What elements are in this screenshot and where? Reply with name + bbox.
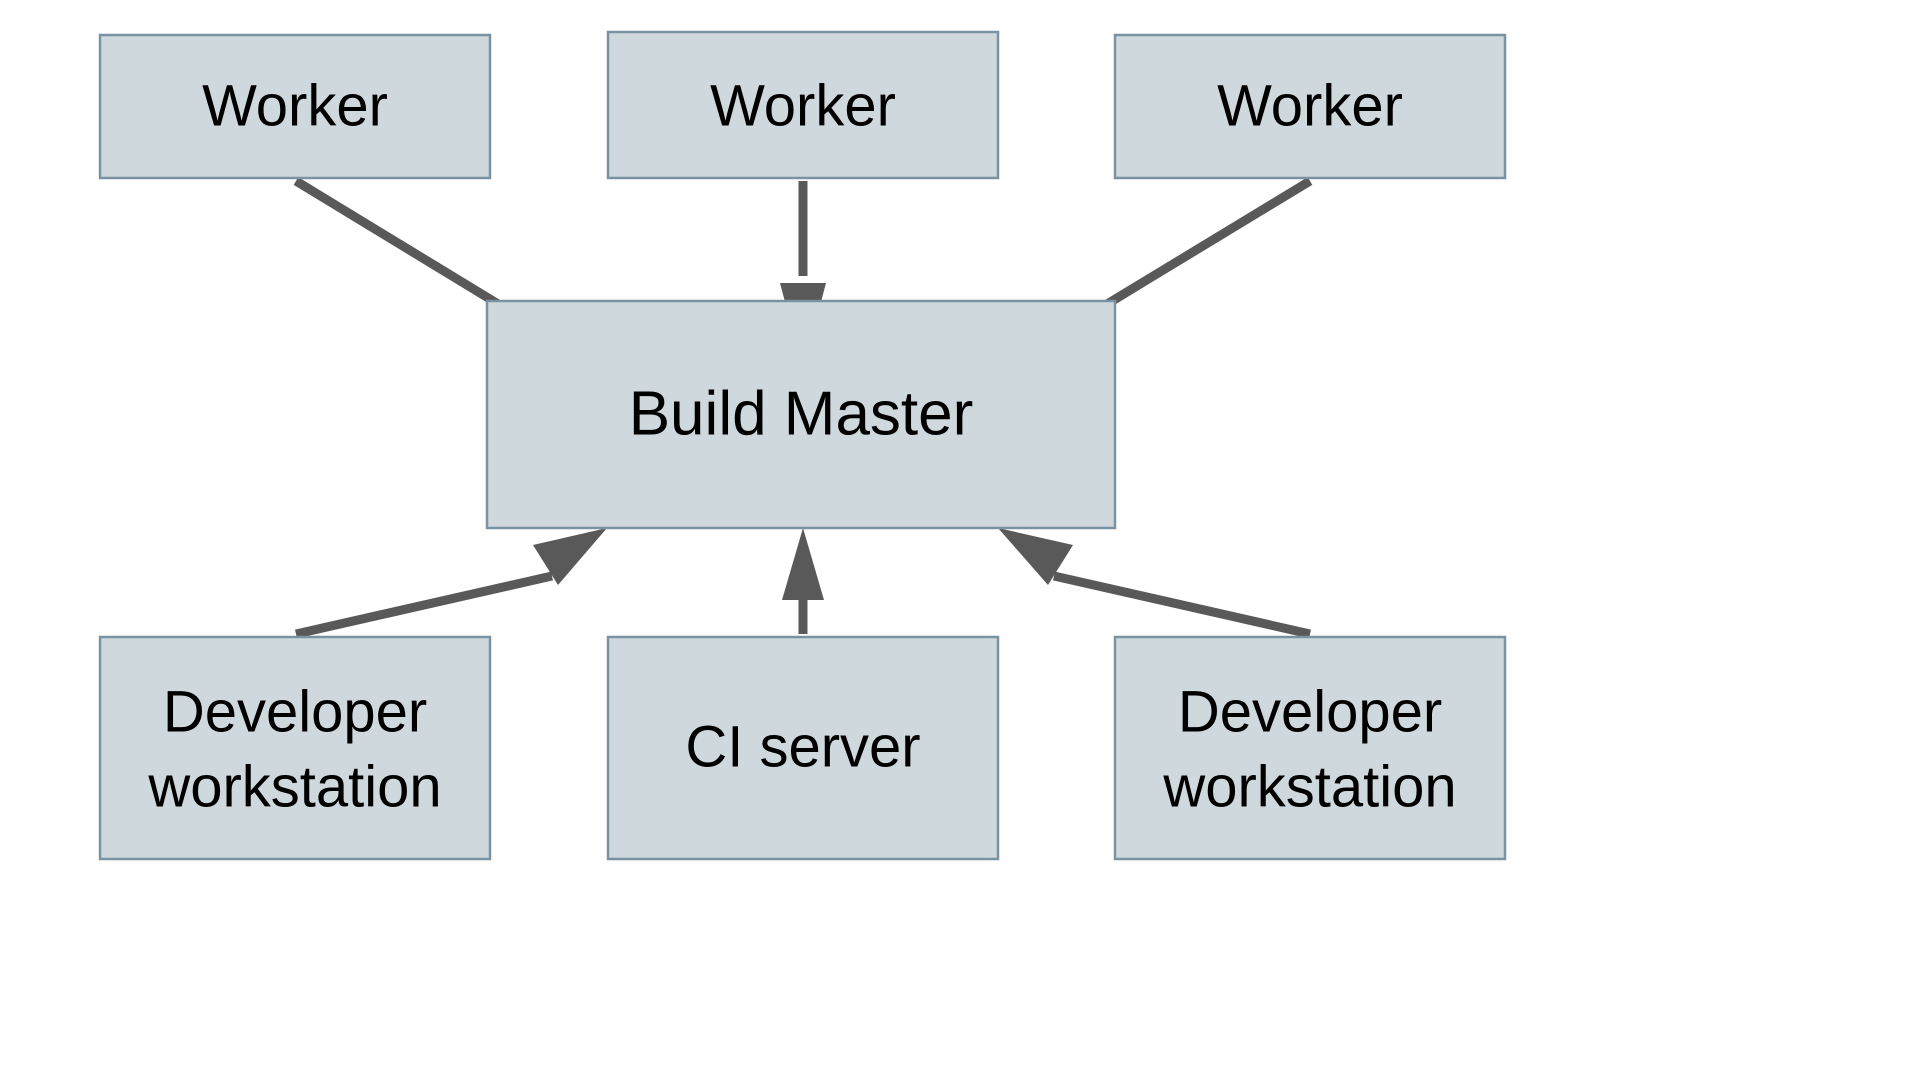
node-dev-ws-1-label-line2: workstation (147, 754, 441, 819)
node-build-master-box[interactable] (485, 299, 1117, 530)
edge-ciserver-to-master (782, 528, 824, 634)
node-dev-ws-2[interactable]: Developer workstation (1113, 635, 1507, 861)
node-build-master-label: Build Master (629, 379, 974, 448)
node-dev-ws-1-label-line1: Developer (163, 679, 427, 744)
node-worker-2-box[interactable] (606, 30, 1000, 180)
node-worker-3-label: Worker (1217, 73, 1403, 138)
node-dev-ws-2-box[interactable] (1113, 635, 1507, 861)
node-dev-ws-1[interactable]: Developer workstation (98, 635, 492, 861)
node-worker-2[interactable]: Worker (606, 30, 1000, 180)
node-ci-server[interactable]: CI server (606, 635, 1000, 861)
node-dev-ws-2-label-line2: workstation (1162, 754, 1456, 819)
node-layer: Worker Worker Worker Build Master Develo… (98, 30, 1507, 861)
node-dev-ws-2-label-line1: Developer (1178, 679, 1442, 744)
node-dev-ws-1-box[interactable] (98, 635, 492, 861)
node-worker-3-box[interactable] (1113, 33, 1507, 180)
node-ci-server-box[interactable] (606, 635, 1000, 861)
node-worker-1[interactable]: Worker (98, 33, 492, 180)
edge-devws2-to-master (998, 528, 1311, 639)
edge-devws1-to-master (295, 528, 607, 639)
node-worker-2-label: Worker (710, 73, 896, 138)
node-build-master[interactable]: Build Master (485, 299, 1117, 530)
node-worker-3[interactable]: Worker (1113, 33, 1507, 180)
node-worker-1-box[interactable] (98, 33, 492, 180)
node-ci-server-label: CI server (685, 714, 920, 779)
node-worker-1-label: Worker (202, 73, 388, 138)
